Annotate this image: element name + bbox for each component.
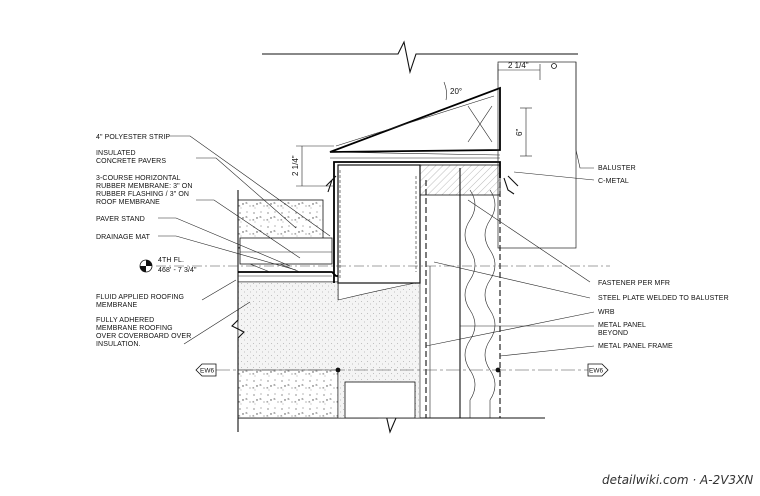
grid-tag-left: EW6 bbox=[195, 363, 217, 377]
left-leaders bbox=[158, 135, 331, 345]
credit-watermark: detailwiki.com · A-2V3XN bbox=[602, 473, 753, 487]
grid-tag-left-text: EW6 bbox=[200, 368, 214, 375]
sloped-cap bbox=[329, 86, 501, 159]
dim-left-height: 2 1/4" bbox=[291, 155, 300, 176]
label-insulated-pavers: INSULATED CONCRETE PAVERS bbox=[96, 150, 166, 165]
label-fully-adhered: FULLY ADHERED MEMBRANE ROOFING OVER COVE… bbox=[96, 317, 193, 348]
label-polyester-strip: 4" POLYESTER STRIP bbox=[96, 134, 170, 141]
top-break-line bbox=[262, 40, 578, 75]
label-paver-stand: PAVER STAND bbox=[96, 216, 145, 223]
left-wall-edge bbox=[231, 190, 245, 432]
label-3-course-membrane: 3-COURSE HORIZONTAL RUBBER MEMBRANE: 3" … bbox=[96, 175, 195, 206]
label-c-metal: C-METAL bbox=[598, 178, 629, 185]
label-steel-plate: STEEL PLATE WELDED TO BALUSTER bbox=[598, 295, 729, 302]
left-labels: 4" POLYESTER STRIP INSULATED CONCRETE PA… bbox=[96, 134, 195, 348]
level-elevation: 468' - 7 3/4" bbox=[158, 267, 197, 274]
label-fluid-applied: FLUID APPLIED ROOFING MEMBRANE bbox=[96, 294, 186, 309]
grid-line bbox=[216, 367, 588, 373]
c-metal-clips bbox=[325, 175, 519, 195]
dim-top-width: 2 1/4" bbox=[508, 61, 529, 70]
dim-slope: 20° bbox=[450, 87, 462, 96]
paver-assembly bbox=[238, 237, 338, 277]
label-wrb: WRB bbox=[598, 309, 615, 316]
dim-right-height: 6" bbox=[515, 129, 524, 136]
right-labels: BALUSTER C-METAL FASTENER PER MFR STEEL … bbox=[598, 165, 729, 350]
grid-tag-right-text: EW6 bbox=[589, 368, 603, 375]
right-leaders bbox=[425, 149, 595, 357]
label-baluster: BALUSTER bbox=[598, 165, 636, 172]
dimension-lines bbox=[296, 64, 541, 187]
baluster bbox=[497, 61, 577, 249]
dimension-labels: 2 1/4" 20° 2 1/4" 6" bbox=[291, 61, 529, 176]
label-metal-panel-frame: METAL PANEL FRAME bbox=[598, 343, 673, 350]
level-name: 4TH FL. bbox=[158, 257, 184, 264]
label-fastener: FASTENER PER MFR bbox=[598, 280, 670, 287]
level-marker: 4TH FL. 468' - 7 3/4" bbox=[158, 257, 197, 274]
grid-tag-right: EW6 bbox=[587, 363, 609, 377]
level-line bbox=[139, 259, 610, 273]
label-drainage-mat: DRAINAGE MAT bbox=[96, 234, 151, 241]
metal-panel bbox=[425, 168, 501, 418]
roof-insulation bbox=[237, 281, 421, 419]
label-metal-panel: METAL PANEL BEYOND bbox=[598, 322, 648, 337]
